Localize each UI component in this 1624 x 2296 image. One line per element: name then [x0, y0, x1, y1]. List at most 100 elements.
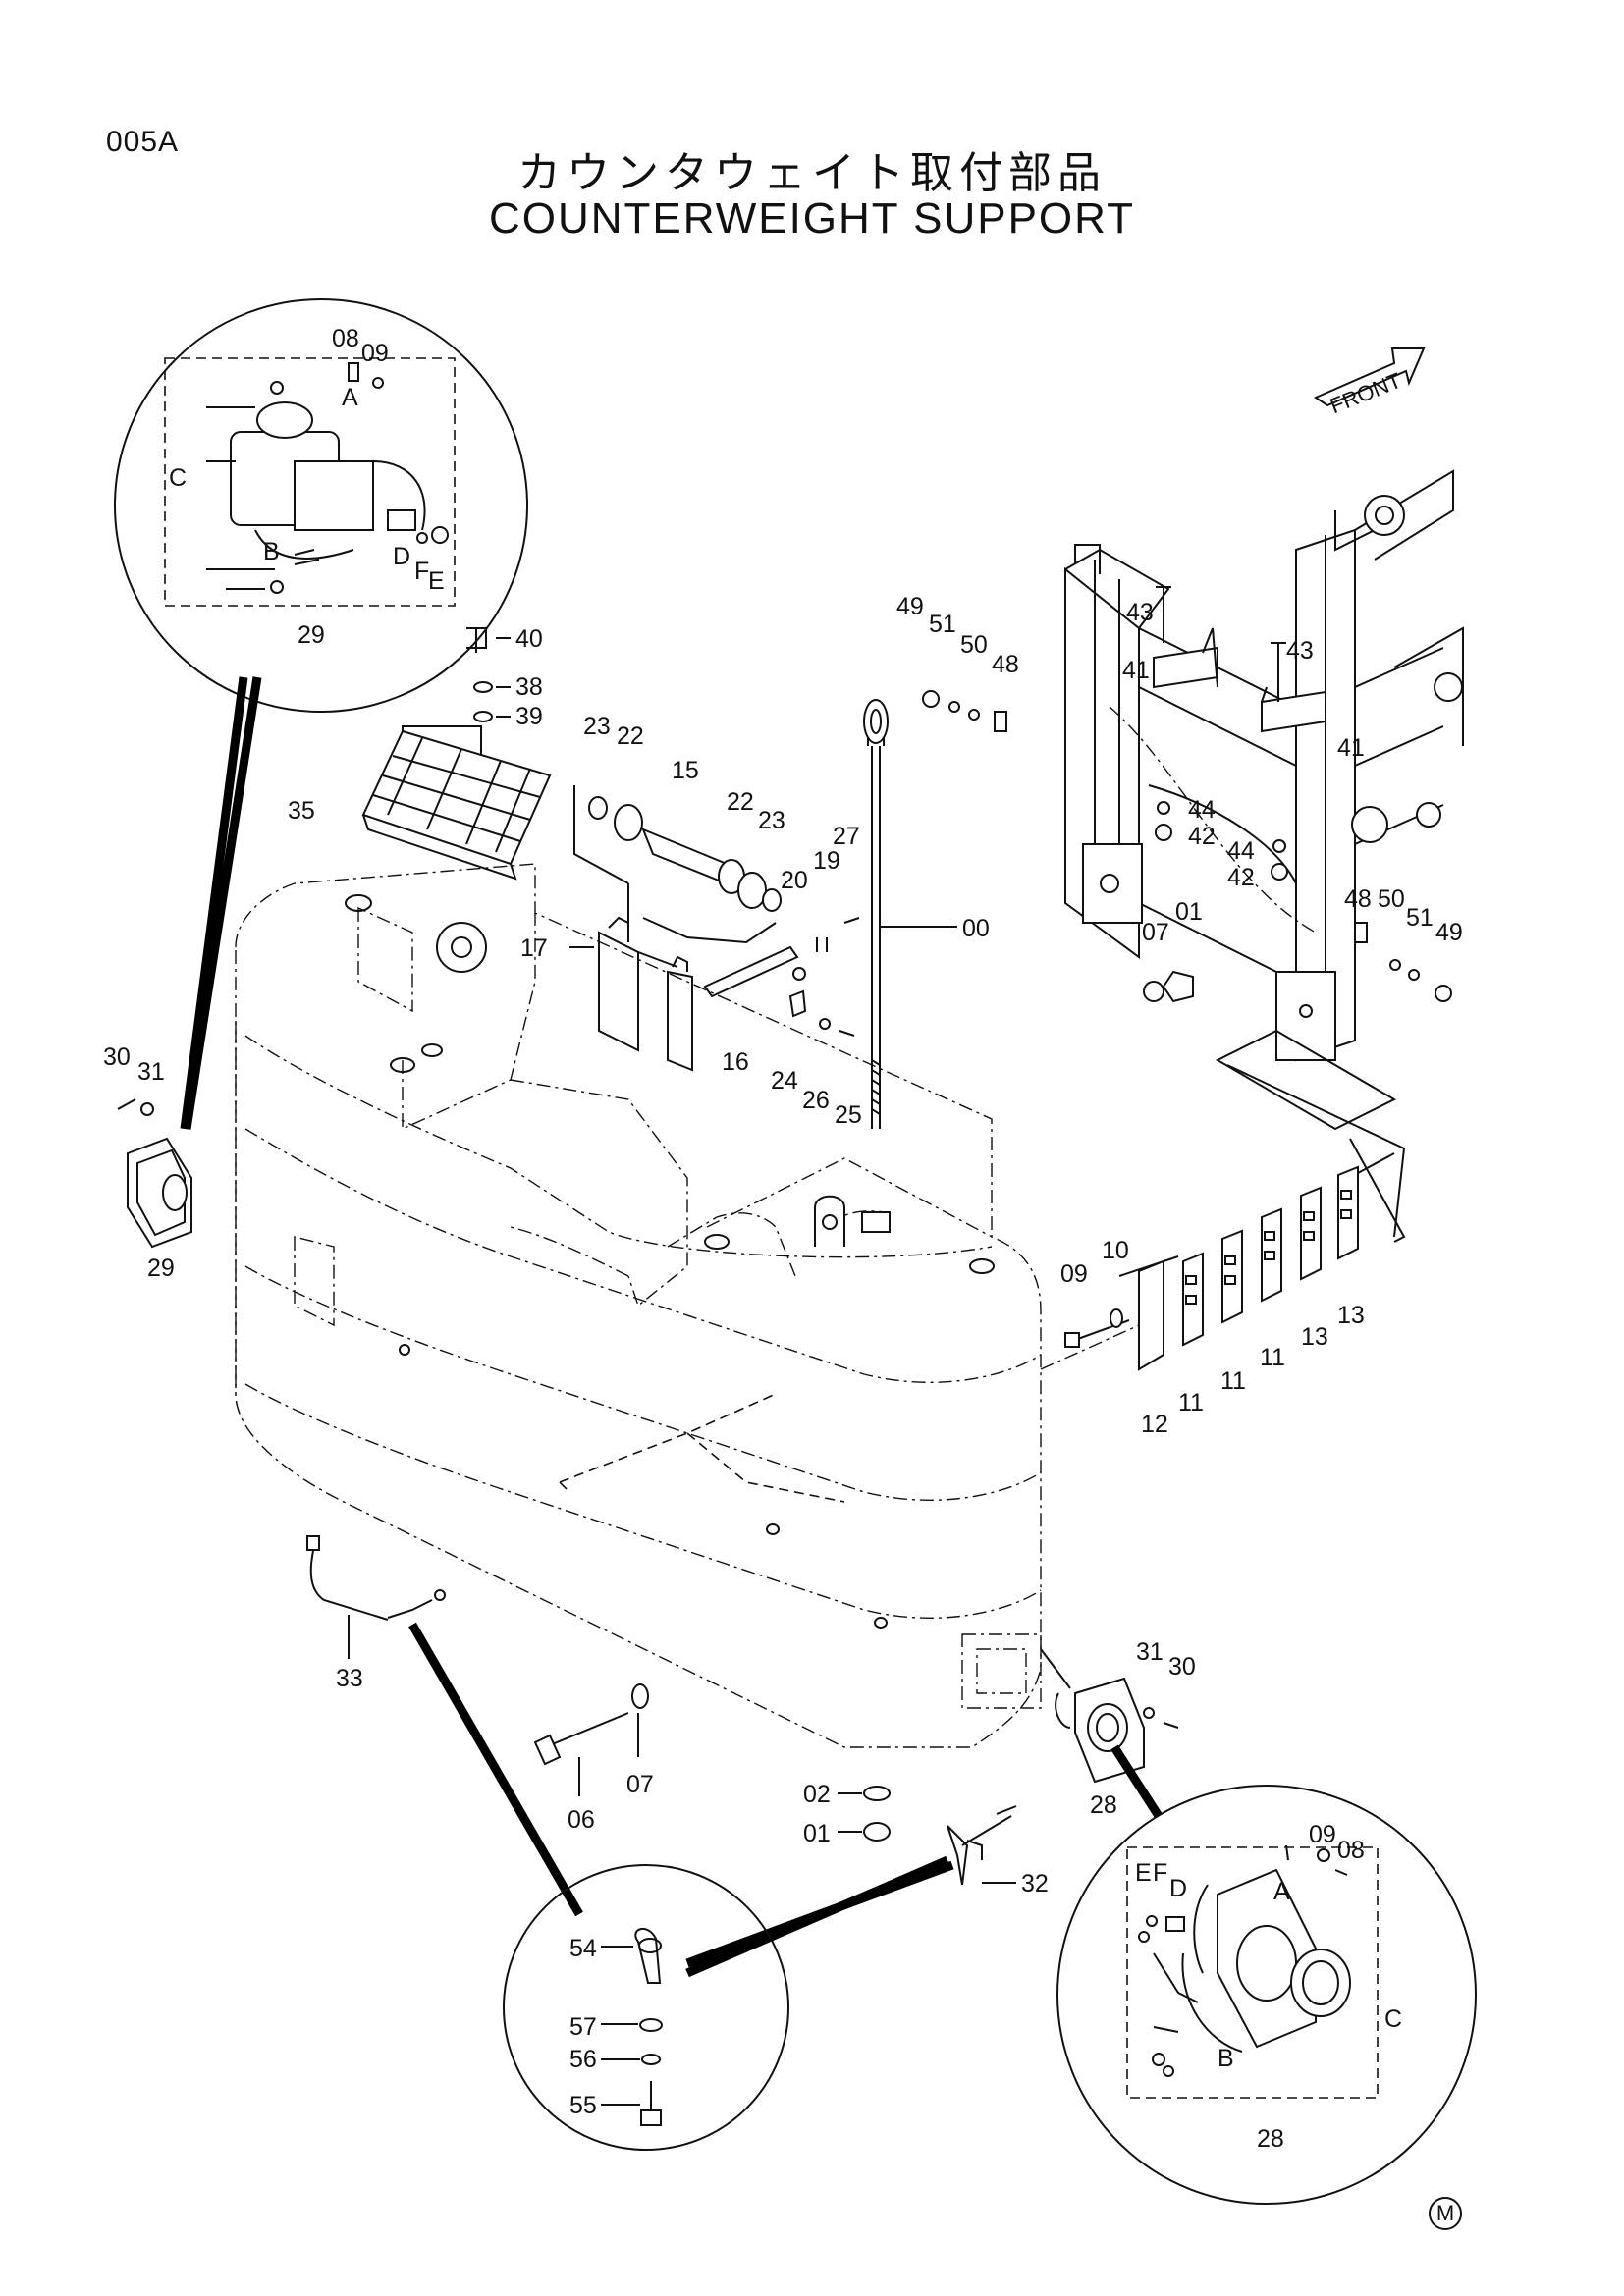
label-28: 28 — [1090, 1791, 1117, 1819]
label-09: 09 — [1309, 1821, 1336, 1848]
shim-plates — [1040, 1152, 1395, 1371]
label-01: 01 — [1175, 898, 1203, 926]
label-49: 49 — [1435, 919, 1463, 946]
label-29: 29 — [298, 621, 325, 649]
clip-32 — [947, 1805, 1017, 1886]
label-17: 17 — [520, 934, 548, 962]
label-26: 26 — [802, 1087, 830, 1114]
label-55: 55 — [569, 2092, 597, 2119]
label-41: 41 — [1122, 657, 1150, 684]
label-35: 35 — [288, 797, 315, 825]
tl-letter-D: D — [393, 543, 410, 570]
frame-structure — [994, 469, 1464, 1062]
title-japanese: カウンタウェイト取付部品 — [517, 148, 1107, 198]
label-56: 56 — [569, 2046, 597, 2073]
tl-letter-C: C — [169, 464, 187, 492]
label-44: 44 — [1227, 837, 1255, 865]
label-23: 23 — [583, 713, 611, 740]
counterweight-body — [235, 863, 1042, 1748]
br-letter-C: C — [1384, 2005, 1402, 2033]
label-50: 50 — [960, 631, 988, 659]
label-51: 51 — [929, 611, 956, 638]
label-07: 07 — [1142, 919, 1169, 946]
bracket-17 — [598, 916, 693, 1072]
label-31: 31 — [137, 1058, 165, 1086]
tl-letter-A: A — [342, 384, 358, 411]
label-30: 30 — [103, 1043, 131, 1071]
page-code: 005A — [106, 126, 180, 158]
label-13: 13 — [1301, 1323, 1328, 1351]
label-11: 11 — [1220, 1367, 1246, 1395]
label-48: 48 — [992, 651, 1019, 678]
label-09: 09 — [361, 340, 389, 367]
label-16: 16 — [722, 1048, 749, 1076]
tl-letter-F: F — [414, 558, 429, 585]
label-31: 31 — [1136, 1638, 1164, 1666]
label-00: 00 — [962, 915, 990, 942]
label-19: 19 — [813, 847, 840, 875]
label-08: 08 — [332, 325, 359, 352]
label-33: 33 — [336, 1665, 363, 1692]
label-41: 41 — [1337, 734, 1365, 762]
label-22: 22 — [617, 722, 644, 750]
bolt-06 — [533, 1683, 649, 1766]
frame-fasteners — [922, 690, 1452, 1003]
bushings-pin — [588, 796, 860, 1037]
counterweight-top-features — [345, 894, 995, 1629]
corner-mark: M — [1429, 2197, 1462, 2230]
br-letter-E: E — [1135, 1859, 1152, 1887]
label-44: 44 — [1188, 796, 1216, 824]
label-15: 15 — [672, 757, 699, 784]
label-43: 43 — [1126, 599, 1154, 626]
label-40: 40 — [515, 625, 543, 653]
label-29: 29 — [147, 1255, 175, 1282]
label-42: 42 — [1227, 864, 1255, 891]
label-01: 01 — [803, 1820, 831, 1847]
label-08: 08 — [1337, 1837, 1365, 1864]
label-11: 11 — [1178, 1389, 1204, 1416]
label-28: 28 — [1257, 2125, 1284, 2153]
label-39: 39 — [515, 703, 543, 730]
label-51: 51 — [1406, 904, 1434, 932]
label-22: 22 — [727, 788, 754, 816]
label-57: 57 — [569, 2013, 597, 2041]
detail-circle-54-57 — [503, 1864, 789, 2151]
connector-28 — [1055, 1677, 1179, 1784]
front-arrow — [1313, 347, 1426, 407]
harness-33 — [306, 1535, 446, 1621]
detail-circle-29 — [114, 298, 528, 713]
label-09: 09 — [1060, 1260, 1088, 1288]
connector-29 — [117, 1098, 192, 1249]
label-27: 27 — [833, 823, 860, 850]
label-38: 38 — [515, 673, 543, 701]
br-letter-A: A — [1273, 1878, 1290, 1905]
label-12: 12 — [1141, 1411, 1168, 1438]
title-english: COUNTERWEIGHT SUPPORT — [488, 194, 1136, 242]
label-54: 54 — [569, 1935, 597, 1962]
lifting-rod-00 — [863, 699, 889, 1129]
label-24: 24 — [771, 1067, 798, 1095]
label-11: 11 — [1260, 1344, 1285, 1371]
label-48: 48 — [1344, 885, 1372, 913]
label-32: 32 — [1021, 1870, 1049, 1897]
label-20: 20 — [781, 867, 808, 894]
label-07: 07 — [626, 1771, 654, 1798]
tl-letter-B: B — [263, 538, 280, 565]
label-25: 25 — [835, 1101, 862, 1129]
br-letter-D: D — [1169, 1875, 1187, 1902]
label-42: 42 — [1188, 823, 1216, 850]
label-02: 02 — [803, 1781, 831, 1808]
detail-circle-28 — [1056, 1785, 1477, 2205]
br-letter-F: F — [1153, 1859, 1167, 1887]
step-35 — [361, 725, 552, 881]
br-letter-B: B — [1218, 2045, 1234, 2072]
tl-letter-E: E — [428, 567, 445, 595]
label-06: 06 — [568, 1806, 595, 1834]
label-13: 13 — [1337, 1302, 1365, 1329]
label-23: 23 — [758, 807, 785, 834]
label-30: 30 — [1168, 1653, 1196, 1681]
label-10: 10 — [1102, 1237, 1129, 1264]
label-49: 49 — [896, 593, 924, 620]
label-50: 50 — [1378, 885, 1405, 913]
